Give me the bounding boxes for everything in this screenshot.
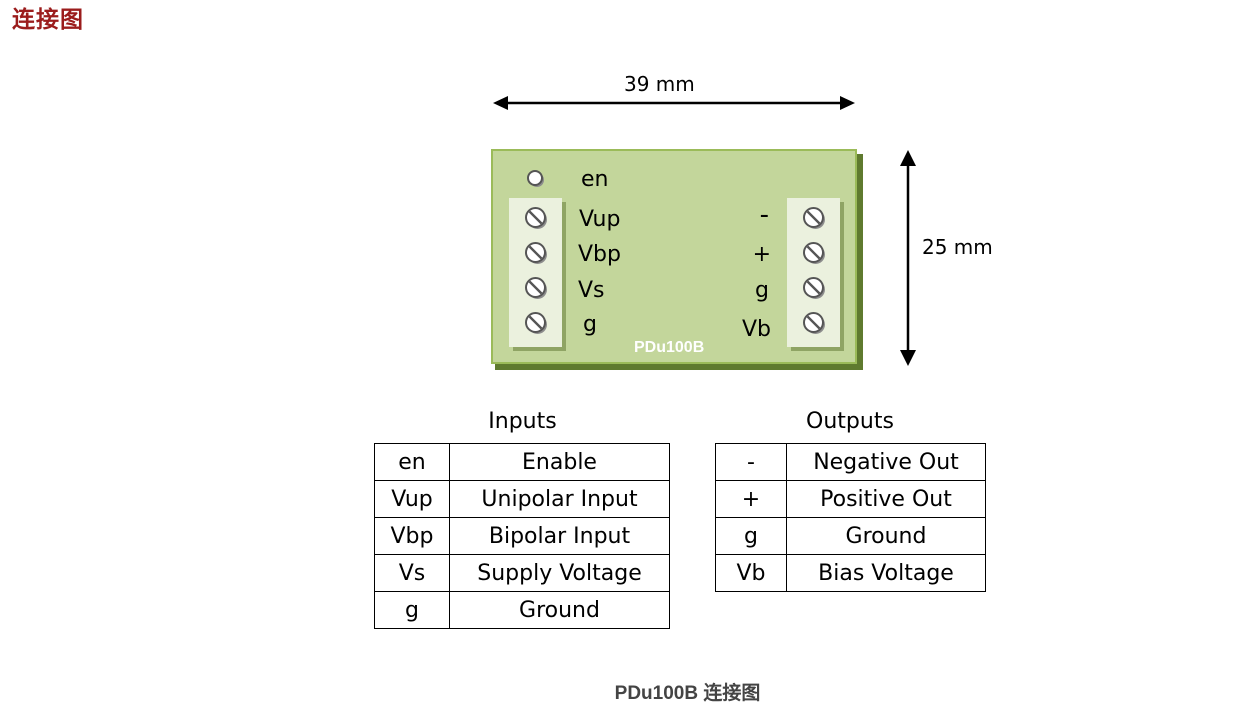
pin-symbol-cell: en — [374, 443, 450, 481]
pin-symbol-cell: g — [715, 517, 787, 555]
pin-symbol-cell: Vs — [374, 554, 450, 592]
screw-terminal-icon — [525, 207, 547, 229]
board-model-name: PDu100B — [634, 339, 705, 356]
pin-symbol-cell: Vbp — [374, 517, 450, 555]
inputs-table-caption: Inputs — [488, 409, 557, 434]
pin-description-cell: Enable — [449, 443, 670, 481]
pin-symbol-cell: - — [715, 443, 787, 481]
pin-label-minus: - — [759, 200, 769, 230]
height-dimension-arrow — [900, 150, 916, 366]
pin-description-cell: Ground — [786, 517, 986, 555]
pin-description-cell: Bipolar Input — [449, 517, 670, 555]
screw-terminal-icon — [525, 312, 547, 334]
pcb-board: en Vup Vbp Vs g - + g Vb PDu100B — [491, 149, 857, 364]
screw-terminal-icon — [525, 277, 547, 299]
pin-description-cell: Bias Voltage — [786, 554, 986, 592]
pin-label-vb: Vb — [741, 317, 771, 342]
pin-symbol-cell: Vup — [374, 480, 450, 518]
pin-description-cell: Positive Out — [786, 480, 986, 518]
pin-label-vs: Vs — [578, 278, 605, 303]
pin-symbol-cell: + — [715, 480, 787, 518]
pin-label-en: en — [581, 167, 609, 192]
pin-description-cell: Supply Voltage — [449, 554, 670, 592]
table-row: +Positive Out — [715, 480, 986, 518]
pin-label-vup: Vup — [579, 207, 621, 232]
pin-label-g-left: g — [583, 312, 597, 337]
section-title: 连接图 — [12, 7, 84, 33]
pin-symbol-cell: Vb — [715, 554, 787, 592]
height-dimension-label: 25 mm — [922, 235, 993, 259]
screw-terminal-icon — [803, 312, 825, 334]
pin-description-cell: Negative Out — [786, 443, 986, 481]
figure-caption: PDu100B 连接图 — [614, 683, 761, 704]
pin-symbol-cell: g — [374, 591, 450, 629]
pin-label-plus: + — [752, 242, 771, 267]
width-dimension-label: 39 mm — [624, 72, 695, 96]
screw-terminal-icon — [803, 277, 825, 299]
pin-description-cell: Ground — [449, 591, 670, 629]
screw-terminal-icon — [803, 207, 825, 229]
outputs-table-caption: Outputs — [806, 409, 894, 434]
pin-label-g-right: g — [755, 278, 769, 303]
pin-description-cell: Unipolar Input — [449, 480, 670, 518]
width-dimension-arrow — [493, 96, 855, 110]
table-row: -Negative Out — [715, 443, 986, 481]
screw-terminal-icon — [525, 242, 547, 264]
led-icon — [527, 170, 544, 187]
screw-terminal-icon — [803, 242, 825, 264]
pin-label-vbp: Vbp — [578, 242, 621, 267]
